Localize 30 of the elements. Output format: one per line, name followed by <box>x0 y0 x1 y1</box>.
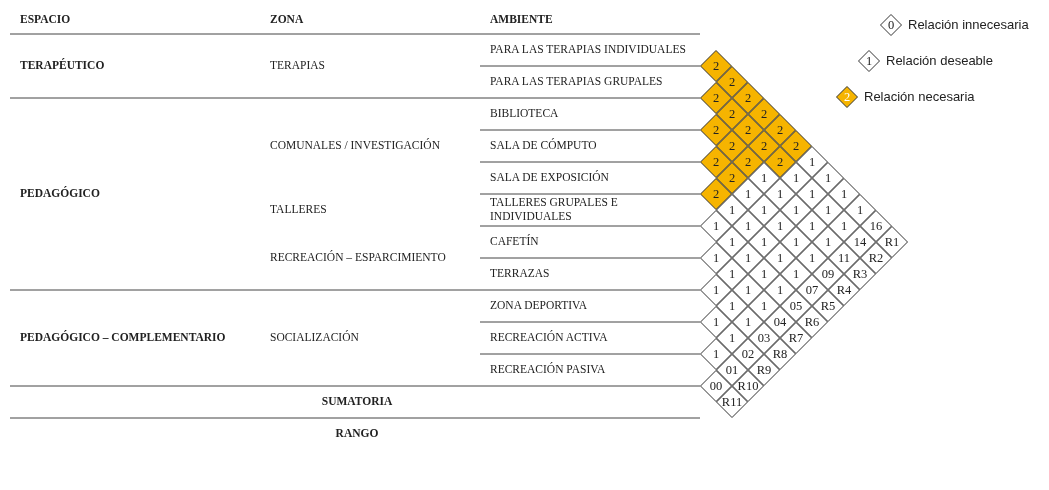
column-header: AMBIENTE <box>490 13 553 27</box>
legend-swatch: 0 <box>880 14 902 36</box>
room-name: SALA DE EXPOSICIÓN <box>490 171 609 185</box>
room-name: TALLERES GRUPALES E INDIVIDUALES <box>490 196 619 224</box>
legend-swatch: 2 <box>836 86 858 108</box>
zone-name: TALLERES <box>270 203 327 217</box>
room-name: RECREACIÓN ACTIVA <box>490 331 608 345</box>
room-name: PARA LAS TERAPIAS INDIVIDUALES <box>490 43 686 57</box>
column-header: ZONA <box>270 13 304 27</box>
row-header: SUMATORIA <box>321 395 393 409</box>
column-header: ESPACIO <box>20 13 71 27</box>
room-name: RECREACIÓN PASIVA <box>490 363 606 377</box>
room-name: PARA LAS TERAPIAS GRUPALES <box>490 75 663 89</box>
room-name: TERRAZAS <box>490 267 550 281</box>
room-name: CAFETÍN <box>490 235 539 249</box>
room-name: BIBLIOTECA <box>490 107 559 121</box>
legend-text: Relación innecesaria <box>908 17 1029 32</box>
legend-text: Relación deseable <box>886 53 993 68</box>
space-name: TERAPÉUTICO <box>20 59 105 73</box>
row-header: RANGO <box>335 427 379 441</box>
space-name: PEDAGÓGICO <box>20 187 100 201</box>
room-name: ZONA DEPORTIVA <box>490 299 588 313</box>
zone-name: RECREACIÓN – ESPARCIMIENTO <box>270 251 446 265</box>
zone-name: COMUNALES / INVESTIGACIÓN <box>270 139 440 153</box>
space-name: PEDAGÓGICO – COMPLEMENTARIO <box>20 331 226 345</box>
room-name: SALA DE CÓMPUTO <box>490 139 597 153</box>
zone-name: TERAPIAS <box>270 59 325 73</box>
legend-text: Relación necesaria <box>864 89 975 104</box>
zone-name: SOCIALIZACIÓN <box>270 331 359 345</box>
legend-swatch: 1 <box>858 50 880 72</box>
